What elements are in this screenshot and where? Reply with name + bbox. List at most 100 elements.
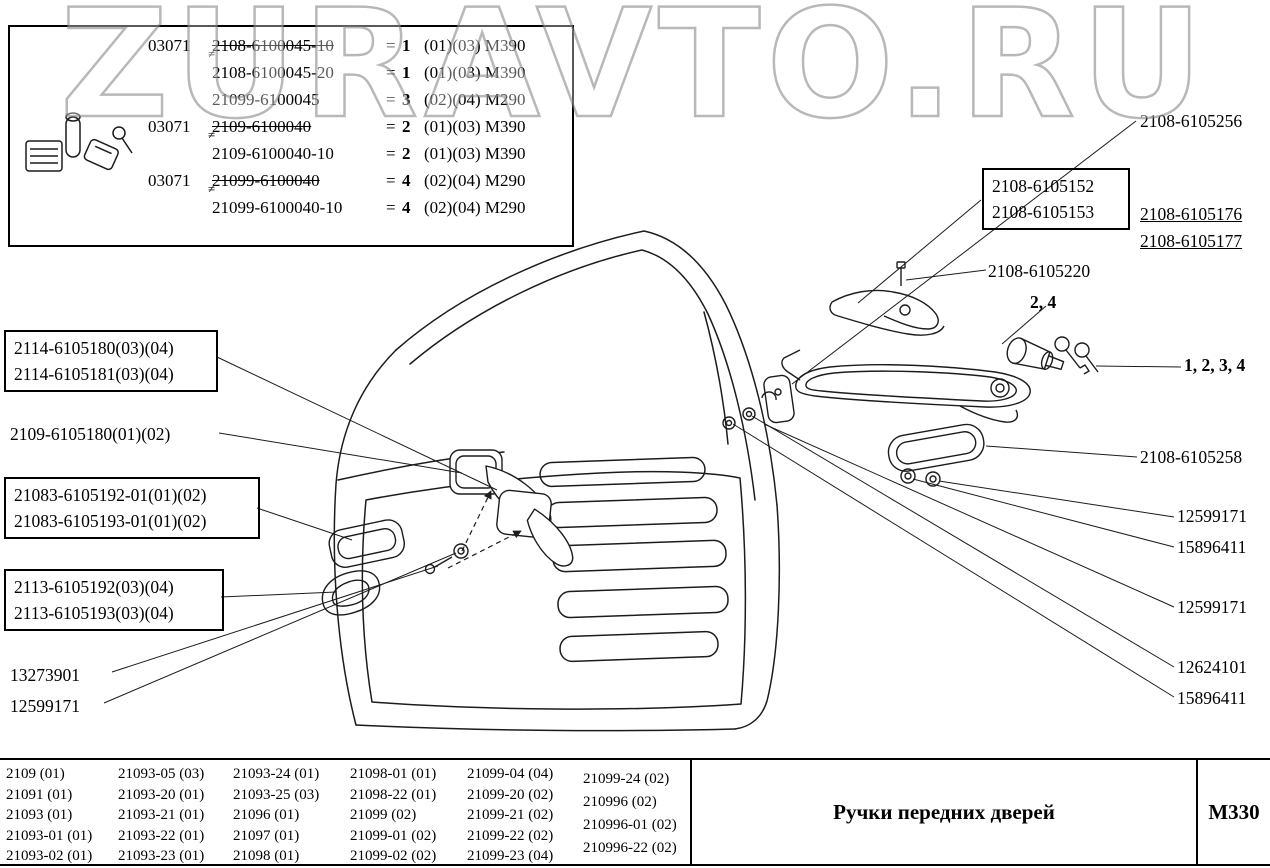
part-label-box: 2114-6105180(03)(04) 2114-6105181(03)(04…: [4, 330, 218, 392]
part-label-box: 2113-6105192(03)(04) 2113-6105193(03)(04…: [4, 569, 224, 631]
part-label: 2113-6105192(03)(04): [14, 577, 174, 597]
legend-row: 03071 2109-6100040 = 2 (01)(03) М390 ≠: [148, 113, 568, 142]
equals-sign: =: [386, 90, 396, 109]
position-number: 2: [402, 144, 411, 163]
model-item: 21099-01 (02): [350, 827, 437, 844]
model-item: 21099-22 (02): [467, 827, 554, 844]
part-label: 12599171: [1177, 506, 1247, 526]
part-label: 21083-6105193-01(01)(02): [14, 511, 207, 531]
model-item: 21093-01 (01): [6, 827, 93, 844]
model-item: 21099-21 (02): [467, 807, 554, 823]
equals-sign: =: [386, 198, 396, 217]
part-label: 12599171: [1177, 597, 1247, 617]
position-ref: 1, 2, 3, 4: [1184, 355, 1246, 375]
prefix-code: 03071: [148, 171, 191, 190]
part-number: 2109-6100040-10: [212, 144, 334, 163]
part-label: 2108-6105152: [992, 176, 1095, 196]
equals-sign: =: [386, 117, 396, 136]
part-label: 2108-6105177: [1140, 231, 1243, 251]
model-item: 21099-02 (02): [350, 848, 437, 864]
model-item: 21093-23 (01): [118, 848, 205, 864]
door-outline: [333, 230, 781, 732]
part-label: 2108-6105256: [1140, 111, 1243, 131]
part-label: 12599171: [10, 696, 80, 716]
part-label: 2108-6105258: [1140, 447, 1243, 467]
position-number: 4: [402, 198, 411, 217]
model-list-column: 21093-05 (03) 21093-20 (01) 21093-21 (01…: [118, 764, 204, 867]
equals-sign: =: [386, 36, 396, 55]
applicability-codes: (01)(03) М390: [424, 63, 526, 82]
model-list-column: 21099-04 (04) 21099-20 (02) 21099-21 (02…: [467, 764, 553, 867]
legend-row: 2108-6100045-20 = 1 (01)(03) М390: [148, 59, 568, 86]
legend-row: 03071 2108-6100045-10 = 1 (01)(03) М390 …: [148, 32, 568, 61]
part-label: 2108-6105153: [992, 202, 1095, 222]
model-item: 21093-25 (03): [233, 786, 320, 803]
position-number: 1: [402, 36, 411, 55]
part-label: 12624101: [1177, 657, 1247, 677]
model-item: 21091 (01): [6, 786, 73, 803]
part-label: 21083-6105192-01(01)(02): [14, 485, 207, 505]
prefix-code: [148, 86, 212, 113]
model-item: 21097 (01): [233, 827, 300, 844]
part-label: 2108-6105220: [988, 261, 1091, 281]
model-item: 21093-02 (01): [6, 848, 93, 864]
model-item: 21096 (01): [233, 807, 300, 823]
model-item: 21099-04 (04): [467, 766, 554, 782]
model-item: 21093-21 (01): [118, 807, 205, 823]
part-number: 21099-6100045: [212, 90, 320, 109]
equals-sign: =: [386, 144, 396, 163]
applicability-codes: (01)(03) М390: [424, 117, 526, 136]
model-item: 21099 (02): [350, 807, 417, 823]
lock-keys-icon: [25, 112, 133, 172]
part-label-box: 21083-6105192-01(01)(02) 21083-6105193-0…: [4, 477, 260, 539]
part-label: 13273901: [10, 665, 80, 685]
legend-rows: 03071 2108-6100045-10 = 1 (01)(03) М390 …: [148, 32, 568, 221]
model-item: 21093-22 (01): [118, 827, 205, 844]
model-item: 21099-24 (02): [583, 771, 670, 787]
exterior-handle-parts: [722, 261, 1099, 487]
applicability-codes: (01)(03) М390: [424, 36, 526, 55]
applicability-codes: (02)(04) М290: [424, 171, 526, 190]
model-item: 21098-01 (01): [350, 766, 437, 782]
legend-row: 21099-6100040-10 = 4 (02)(04) М290: [148, 194, 568, 221]
install-arrows: [447, 490, 522, 569]
model-item: 21098-22 (01): [350, 786, 437, 803]
legend-row: 2109-6100040-10 = 2 (01)(03) М390: [148, 140, 568, 167]
part-number: 21099-6100040-10: [212, 198, 343, 217]
model-item: 210996-01 (02): [583, 817, 677, 833]
table-title: Ручки передних дверей: [690, 760, 1196, 864]
footer-table: 2109 (01) 21091 (01) 21093 (01) 21093-01…: [0, 758, 1270, 866]
model-item: 2109 (01): [6, 766, 65, 782]
model-item: 210996 (02): [583, 794, 657, 810]
part-number: 2108-6100045-10: [212, 36, 334, 55]
prefix-code: 03071: [148, 36, 191, 55]
part-label: 2114-6105180(03)(04): [14, 338, 174, 358]
superseded-mark: ≠: [208, 127, 216, 142]
model-item: 210996-22 (02): [583, 840, 677, 856]
part-number: 21099-6100040: [212, 171, 320, 190]
legend-row: 21099-6100045 = 3 (02)(04) М290: [148, 86, 568, 113]
part-label: 2113-6105193(03)(04): [14, 603, 174, 623]
position-number: 3: [402, 90, 411, 109]
position-number: 2: [402, 117, 411, 136]
applicability-codes: (01)(03) М390: [424, 144, 526, 163]
equals-sign: =: [386, 63, 396, 82]
model-list-column: 2109 (01) 21091 (01) 21093 (01) 21093-01…: [6, 764, 92, 867]
applicability-codes: (02)(04) М290: [424, 90, 526, 109]
model-list-column: 21099-24 (02) 210996 (02) 210996-01 (02)…: [583, 768, 677, 860]
part-label: 2114-6105181(03)(04): [14, 364, 174, 384]
model-item: 21098 (01): [233, 848, 300, 864]
model-list-column: 21098-01 (01) 21098-22 (01) 21099 (02) 2…: [350, 764, 436, 867]
model-item: 21099-23 (04): [467, 848, 554, 864]
part-label: 15896411: [1177, 688, 1247, 708]
applicability-codes: (02)(04) М290: [424, 198, 526, 217]
prefix-code: [148, 140, 212, 167]
superseded-mark: ≠: [208, 46, 216, 61]
prefix-code: [148, 59, 212, 86]
inner-handle-parts: [424, 449, 574, 575]
model-item: 21093 (01): [6, 807, 73, 823]
model-item: 21093-20 (01): [118, 786, 205, 803]
model-item: 21093-24 (01): [233, 766, 320, 782]
